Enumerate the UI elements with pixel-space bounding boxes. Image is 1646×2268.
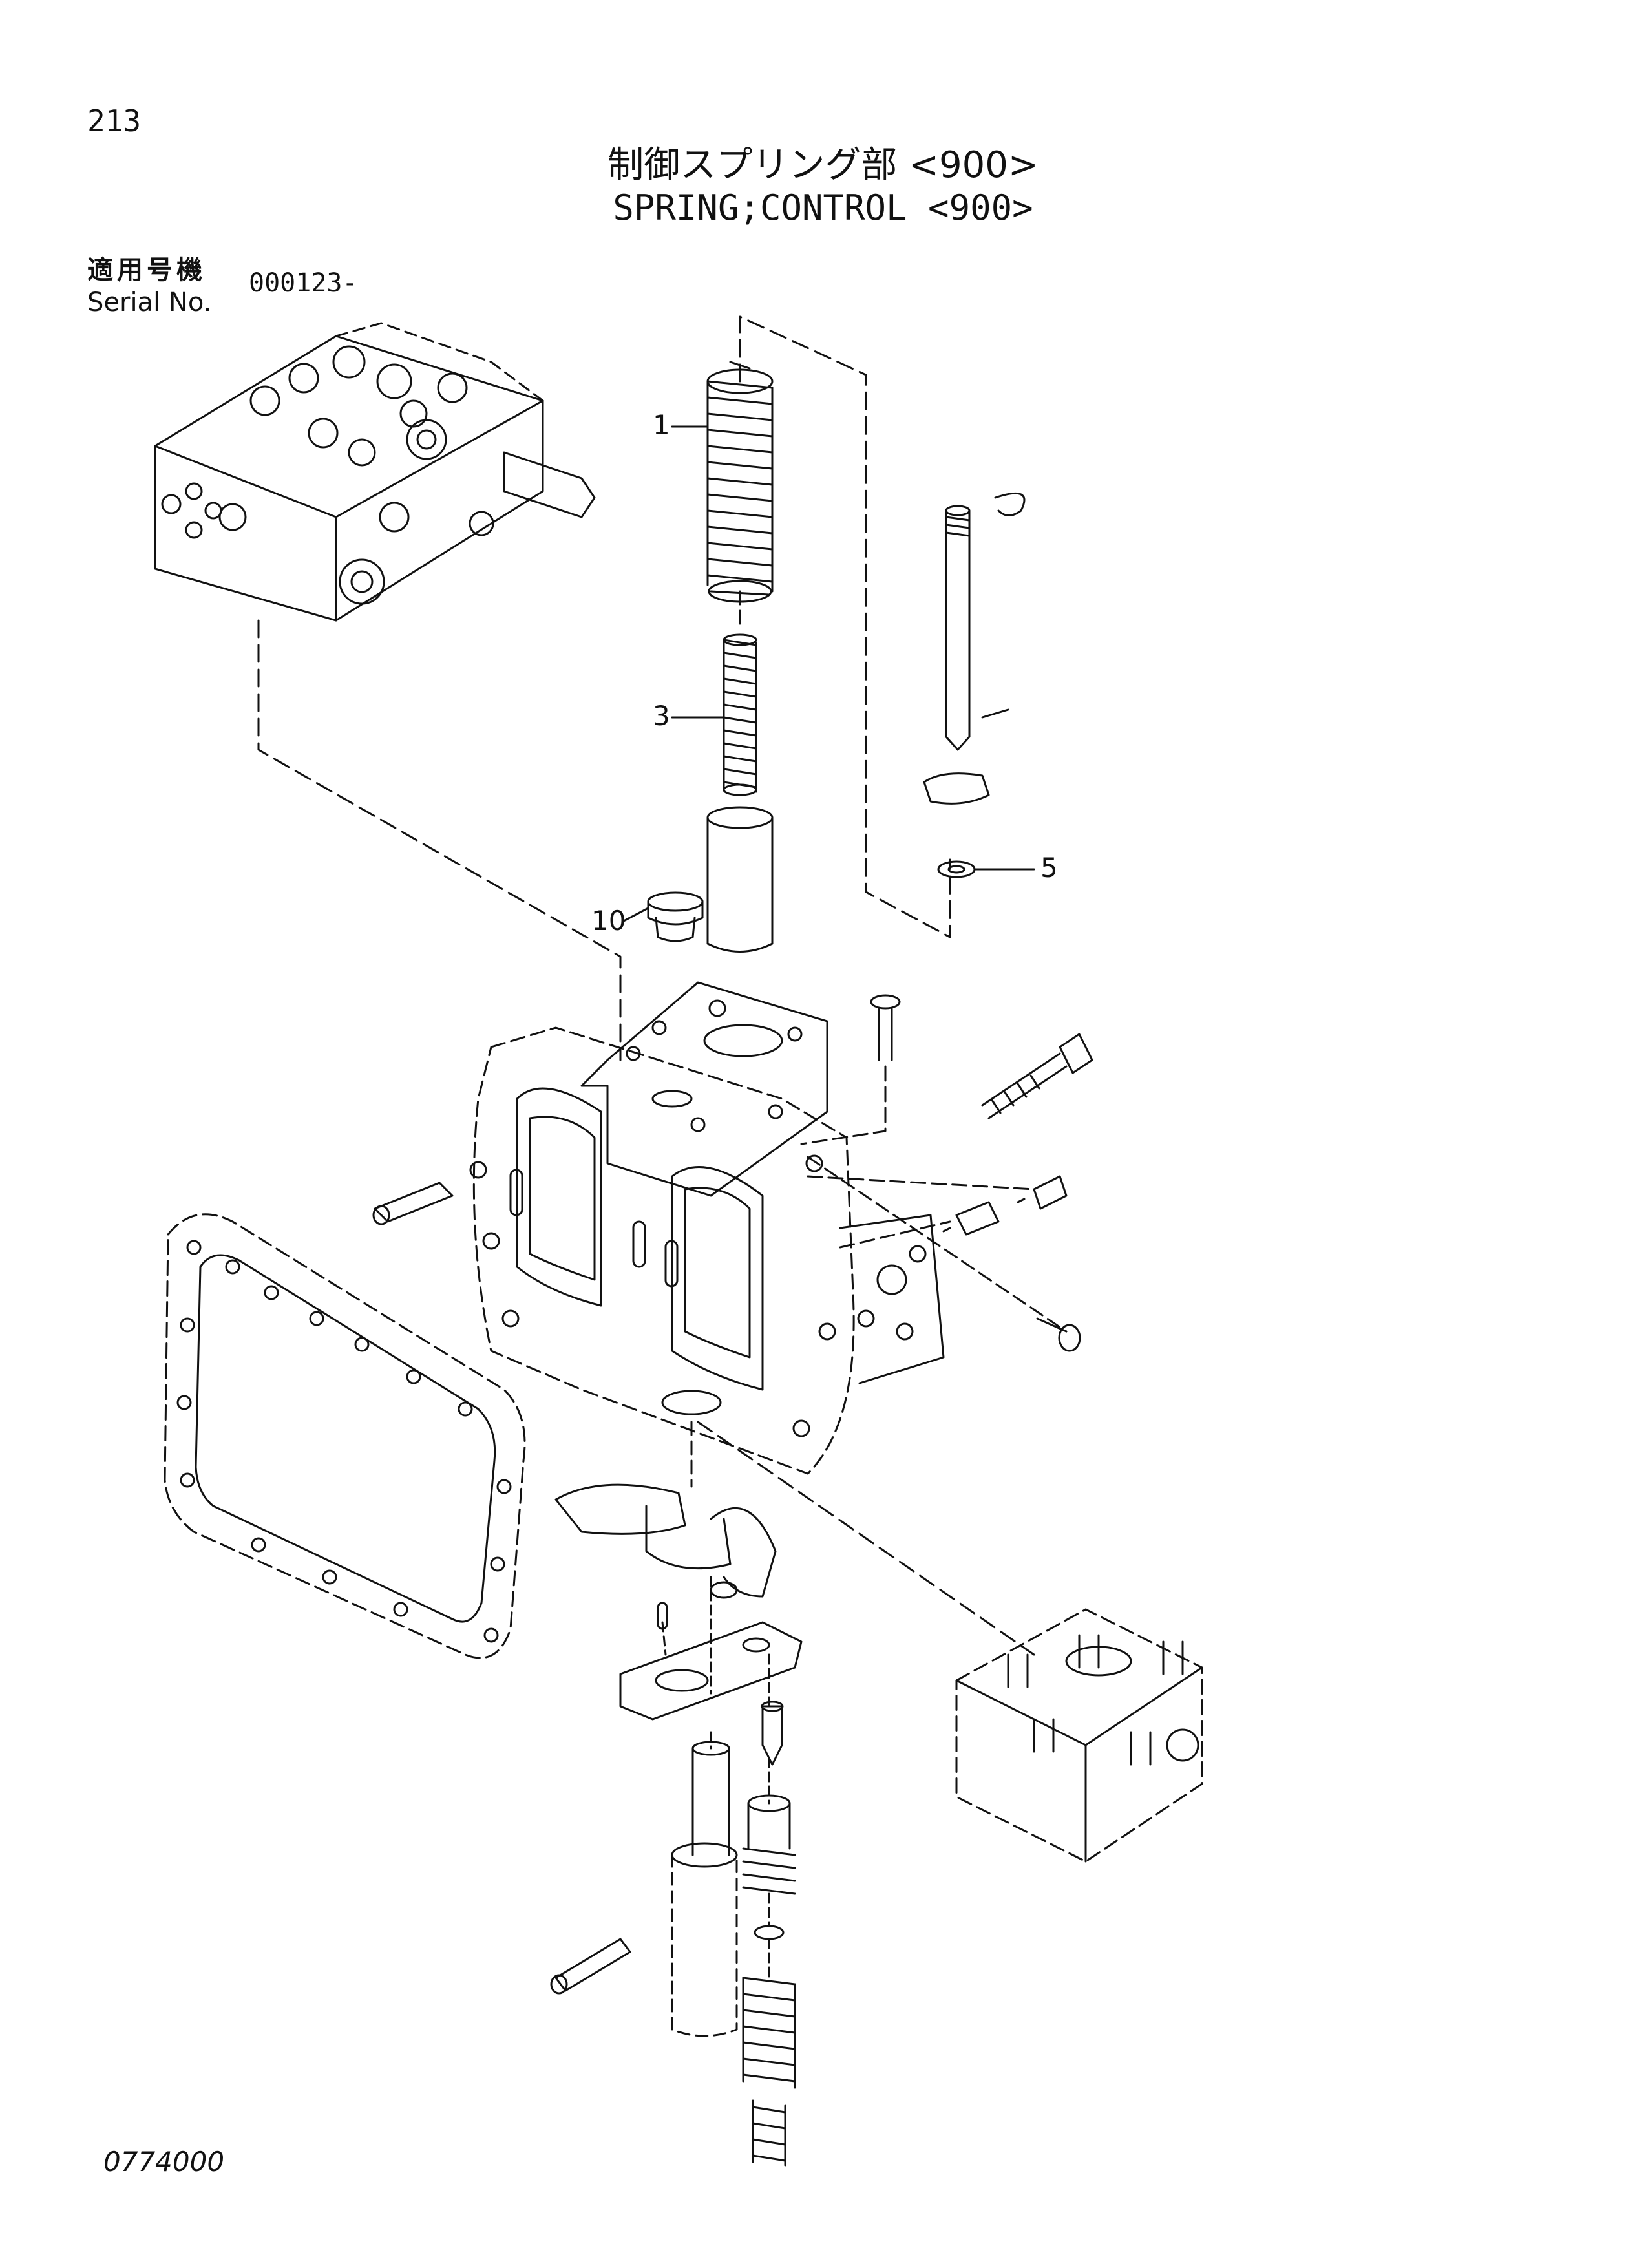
lever-arm: [556, 1422, 776, 1598]
page-number: 213: [87, 103, 142, 138]
pump-housing: [470, 982, 944, 1474]
leader-spring-box: [740, 317, 950, 937]
bolts: [871, 995, 1092, 1351]
lower-spool: [551, 1577, 795, 2165]
gasket: [165, 1214, 525, 1658]
control-rod: [924, 493, 1024, 877]
bracket-plate: [620, 1603, 801, 1719]
cover-block: [956, 1609, 1202, 1861]
piston-sleeve: [708, 807, 772, 952]
callout-10-leader: [624, 908, 648, 921]
serial-label-japanese: 適用号機: [87, 255, 206, 285]
leader-valve-to-housing: [259, 620, 620, 1060]
title-english: SPRING;CONTROL <900>: [613, 187, 1033, 228]
callout-3: 3: [653, 700, 670, 732]
serial-label-english: Serial No.: [87, 288, 212, 317]
plug: [648, 893, 702, 941]
callout-10: 10: [591, 905, 626, 937]
reference-code: 0774000: [103, 2146, 225, 2178]
title-japanese: 制御スプリング部 <900>: [607, 144, 1039, 186]
dowel-pin: [374, 1183, 452, 1224]
valve-block: [155, 323, 595, 620]
serial-number-value: 000123-: [249, 268, 358, 298]
callout-5: 5: [1040, 852, 1058, 884]
spring-large: [708, 362, 772, 602]
callout-1: 1: [653, 409, 670, 441]
spring-small: [724, 635, 756, 795]
